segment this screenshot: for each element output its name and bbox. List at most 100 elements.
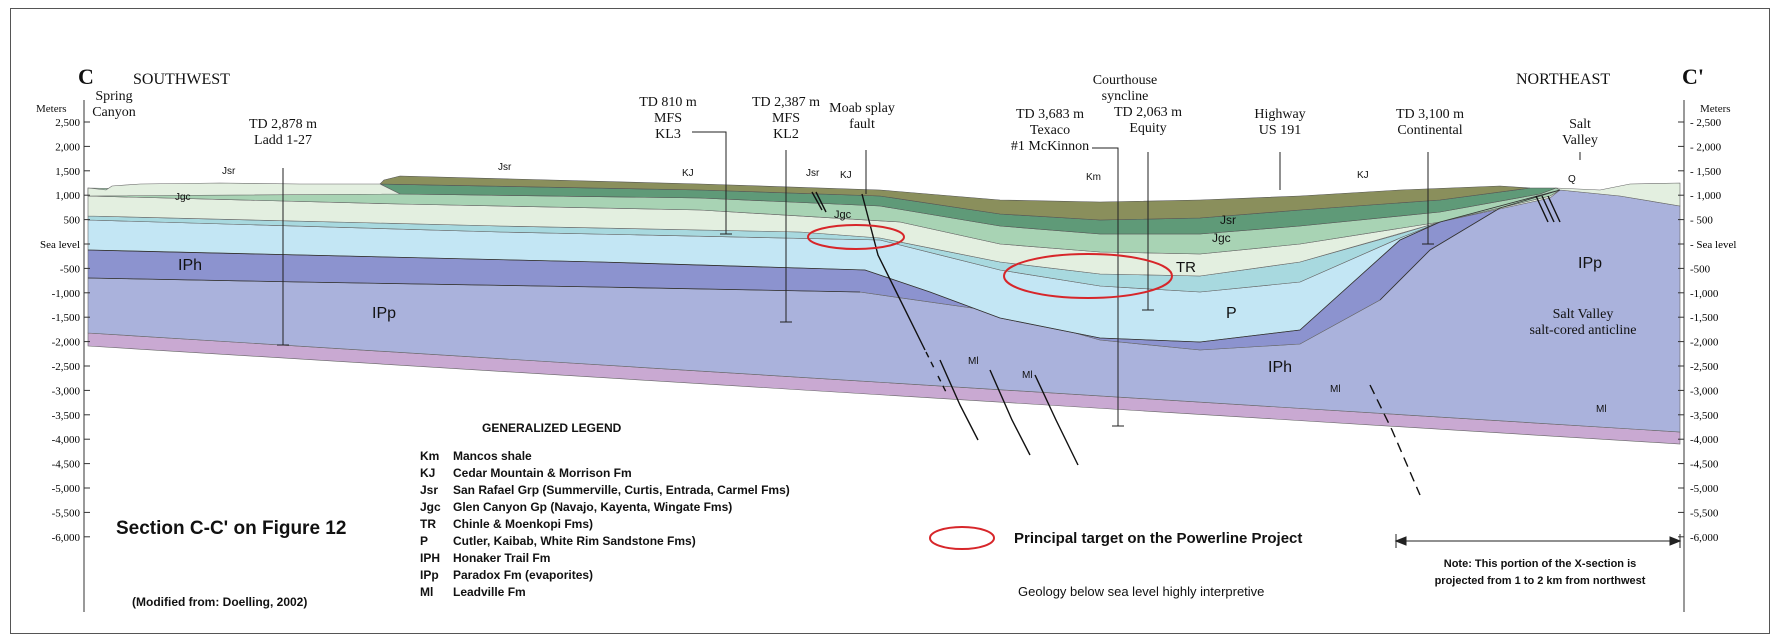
legend-code: IPp bbox=[420, 568, 439, 582]
end-direction-left: SOUTHWEST bbox=[133, 71, 230, 88]
legend-text: Chinle & Moenkopi Fms) bbox=[453, 517, 593, 531]
modified-from: (Modified from: Doelling, 2002) bbox=[132, 595, 307, 609]
tick-label-left: -6,000 bbox=[52, 532, 81, 544]
unit-p: P bbox=[1226, 305, 1237, 322]
legend-code: Km bbox=[420, 449, 439, 463]
interpretive-note: Geology below sea level highly interpret… bbox=[1018, 584, 1264, 599]
tick-label-right: -1,500 bbox=[1690, 312, 1719, 324]
place-courthouse-2: syncline bbox=[1102, 89, 1149, 104]
end-letter-left: C bbox=[78, 64, 94, 89]
unit-jsr-4: Jsr bbox=[1220, 213, 1236, 227]
legend-text: Leadville Fm bbox=[453, 585, 526, 599]
tick-label-right: -2,000 bbox=[1690, 337, 1719, 349]
wells bbox=[277, 131, 1581, 427]
unit-ml-4: Ml bbox=[1596, 404, 1607, 415]
well-ladd-2: Ladd 1-27 bbox=[254, 133, 312, 148]
tick-label-right: - 2,000 bbox=[1690, 141, 1722, 153]
tick-label-right: -3,500 bbox=[1690, 410, 1719, 422]
unit-q: Q bbox=[1568, 174, 1576, 185]
unit-ml-2: Ml bbox=[1022, 370, 1033, 381]
place-anticline-1: Salt Valley bbox=[1553, 307, 1614, 322]
legend-text: Glen Canyon Gp (Navajo, Kayenta, Wingate… bbox=[453, 500, 732, 514]
tick-label-left: -5,500 bbox=[52, 507, 81, 519]
legend-code: Jsr bbox=[420, 483, 438, 497]
well-texaco-3: #1 McKinnon bbox=[1011, 139, 1089, 154]
tick-label-left: 1,000 bbox=[55, 190, 80, 202]
legend-code: P bbox=[420, 534, 428, 548]
contacts bbox=[87, 189, 1561, 343]
place-spring-1: Spring bbox=[95, 89, 132, 104]
unit-jsr-2: Jsr bbox=[498, 162, 512, 173]
legend-text: Honaker Trail Fm bbox=[453, 551, 550, 565]
unit-kj-2: KJ bbox=[840, 170, 852, 181]
unit-ipp-1: IPp bbox=[372, 305, 396, 322]
layer-km bbox=[379, 175, 1531, 221]
tick-label-right: -1,000 bbox=[1690, 288, 1719, 300]
layer-surface-jgc bbox=[87, 182, 401, 197]
legend-text: Paradox Fm (evaporites) bbox=[453, 568, 593, 582]
place-courthouse-1: Courthouse bbox=[1093, 73, 1158, 88]
unit-ipp-2: IPp bbox=[1578, 255, 1602, 272]
place-moab-1: Moab splay bbox=[829, 101, 895, 116]
place-spring-2: Canyon bbox=[92, 105, 136, 120]
unit-jsr-3: Jsr bbox=[806, 168, 820, 179]
end-direction-right: NORTHEAST bbox=[1516, 71, 1610, 88]
tick-label-left: -3,000 bbox=[52, 385, 81, 397]
legend-code: IPH bbox=[420, 551, 440, 565]
well-texaco-2: Texaco bbox=[1030, 123, 1070, 138]
tick-label-right: -2,500 bbox=[1690, 361, 1719, 373]
right-axis-ticks: - 2,500- 2,000- 1,500- 1,000- 500- Sea l… bbox=[1678, 117, 1736, 544]
unit-jsr-1: Jsr bbox=[222, 166, 236, 177]
tick-label-left: 1,500 bbox=[55, 166, 80, 178]
unit-kj-1: KJ bbox=[682, 168, 694, 179]
unit-ml-1: Ml bbox=[968, 356, 979, 367]
well-continental-2: Continental bbox=[1397, 123, 1462, 138]
well-equity-2: Equity bbox=[1129, 121, 1166, 136]
well-texaco-1: TD 3,683 m bbox=[1016, 107, 1084, 122]
tick-label-right: - 500 bbox=[1690, 215, 1713, 227]
tick-label-left: Sea level bbox=[40, 239, 80, 251]
tick-label-right: -5,000 bbox=[1690, 483, 1719, 495]
unit-jgc-1: Jgc bbox=[175, 192, 191, 203]
tick-label-left: -2,500 bbox=[52, 361, 81, 373]
faults bbox=[811, 191, 1561, 496]
legend-text: Cutler, Kaibab, White Rim Sandstone Fms) bbox=[453, 534, 696, 548]
unit-jgc-2: Jgc bbox=[834, 209, 852, 221]
unit-iph-1: IPh bbox=[178, 257, 202, 274]
tick-label-left: 2,500 bbox=[55, 117, 80, 129]
well-continental-1: TD 3,100 m bbox=[1396, 107, 1464, 122]
well-kl3-1: TD 810 m bbox=[639, 95, 697, 110]
legend-code: TR bbox=[420, 517, 436, 531]
legend-text: San Rafael Grp (Summerville, Curtis, Ent… bbox=[453, 483, 790, 497]
axis-title-right: Meters bbox=[1700, 103, 1731, 115]
unit-iph-2: IPh bbox=[1268, 359, 1292, 376]
legend-title: GENERALIZED LEGEND bbox=[482, 421, 622, 435]
well-kl2-2: MFS bbox=[772, 111, 800, 126]
tick-label-left: -5,000 bbox=[52, 483, 81, 495]
target-oval-moab bbox=[807, 224, 905, 250]
tick-label-right: - 1,000 bbox=[1690, 190, 1722, 202]
unit-ml-3: Ml bbox=[1330, 384, 1341, 395]
layers bbox=[87, 175, 1681, 445]
unit-kj-3: KJ bbox=[1357, 170, 1369, 181]
well-kl2-1: TD 2,387 m bbox=[752, 95, 820, 110]
tick-label-left: -1,000 bbox=[52, 288, 81, 300]
unit-km: Km bbox=[1086, 172, 1101, 183]
moab-fault bbox=[861, 193, 926, 351]
tick-label-left: -2,000 bbox=[52, 337, 81, 349]
section-label: Section C-C' on Figure 12 bbox=[116, 518, 346, 539]
projection-arrow bbox=[1394, 534, 1682, 548]
place-anticline-2: salt-cored anticline bbox=[1530, 323, 1637, 338]
tick-label-right: - 1,500 bbox=[1690, 166, 1722, 178]
legend-target-oval bbox=[929, 526, 995, 550]
well-ladd-1: TD 2,878 m bbox=[249, 117, 317, 132]
well-kl3-2: MFS bbox=[654, 111, 682, 126]
projection-note-2: projected from 1 to 2 km from northwest bbox=[1435, 575, 1646, 587]
place-highway-2: US 191 bbox=[1259, 123, 1301, 138]
unit-jgc-3: Jgc bbox=[1212, 231, 1231, 245]
tick-label-right: -4,000 bbox=[1690, 434, 1719, 446]
tick-label-right: - Sea level bbox=[1690, 239, 1736, 251]
place-moab-2: fault bbox=[849, 117, 875, 132]
